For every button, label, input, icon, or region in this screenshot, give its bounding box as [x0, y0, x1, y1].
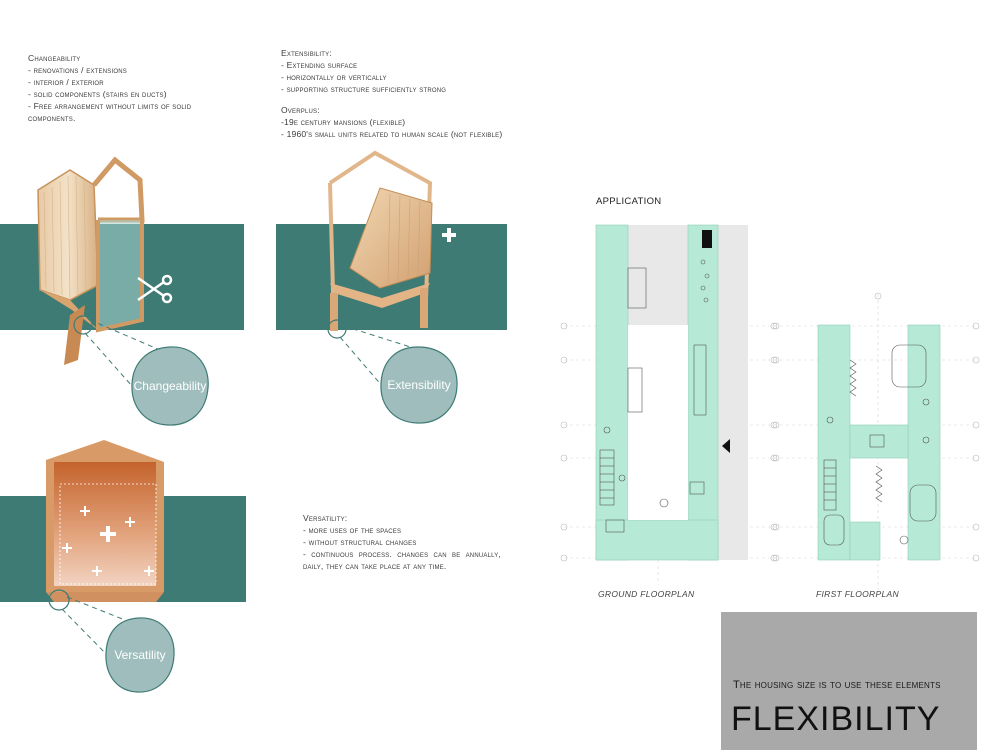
versatility-bubble: Versatility: [103, 615, 177, 695]
ground-floorplan-label: Ground floorplan: [598, 589, 695, 599]
extensibility-heading: Extensibility:: [281, 48, 332, 58]
changeability-text: Changeability - renovations / extensions…: [28, 52, 238, 124]
tagline-emph: housing size: [754, 677, 816, 691]
versatility-model: [46, 440, 164, 602]
overplus-item: - 1960's small units related to human sc…: [281, 129, 503, 139]
plus-icon: [144, 566, 154, 576]
changeability-bubble: Changeability: [128, 344, 212, 428]
flexibility-title: FLEXIBILITY: [731, 700, 941, 738]
extensibility-bubble: Extensibility: [378, 344, 460, 426]
plus-icon: [80, 506, 90, 516]
changeability-item: - interior / exterior: [28, 77, 104, 87]
extensibility-model: [328, 150, 433, 331]
extensibility-item: - Extending surface: [281, 60, 358, 70]
tagline-suffix: is to use these elements: [815, 679, 941, 691]
extensibility-bubble-label: Extensibility: [387, 378, 451, 392]
extensibility-text: Extensibility: - Extending surface - hor…: [281, 47, 541, 140]
application-title: Application: [596, 196, 662, 207]
changeability-bubble-label: Changeability: [133, 379, 207, 393]
extensibility-item: - supporting structure sufficiently stro…: [281, 84, 447, 94]
plus-icon: [125, 517, 135, 527]
plus-icon: [62, 543, 72, 553]
changeability-item: - renovations / extensions: [28, 65, 127, 75]
versatility-item: - without structural changes: [303, 537, 417, 547]
flexibility-panel: [721, 612, 977, 750]
plus-icon: [442, 228, 456, 242]
versatility-bubble-label: Versatility: [114, 648, 166, 662]
plus-icon: [92, 566, 102, 576]
overplus-item: -19e century mansions (flexible): [281, 117, 406, 127]
plus-icon: [100, 526, 116, 542]
changeability-item: - solid components (stairs en ducts): [28, 89, 167, 99]
tagline: The housing size is to use these element…: [733, 678, 963, 692]
first-floorplan: [770, 292, 980, 590]
tagline-prefix: The: [733, 679, 755, 691]
versatility-heading: Versatility:: [303, 513, 348, 523]
versatility-item: - more uses of the spaces: [303, 525, 402, 535]
ground-floorplan: [560, 224, 780, 585]
versatility-item: - continuous process. changes can be ann…: [303, 549, 501, 571]
versatility-text: Versatility: - more uses of the spaces -…: [303, 512, 501, 572]
overplus-heading: Overplus:: [281, 105, 320, 115]
changeability-model: [37, 156, 145, 365]
scissors-icon: [137, 274, 173, 304]
changeability-item: - Free arrangement without limits of sol…: [28, 101, 192, 123]
leader-lines: [48, 315, 421, 661]
changeability-heading: Changeability: [28, 53, 81, 63]
extensibility-item: - horizontally or vertically: [281, 72, 387, 82]
first-floorplan-label: First floorplan: [816, 589, 899, 599]
